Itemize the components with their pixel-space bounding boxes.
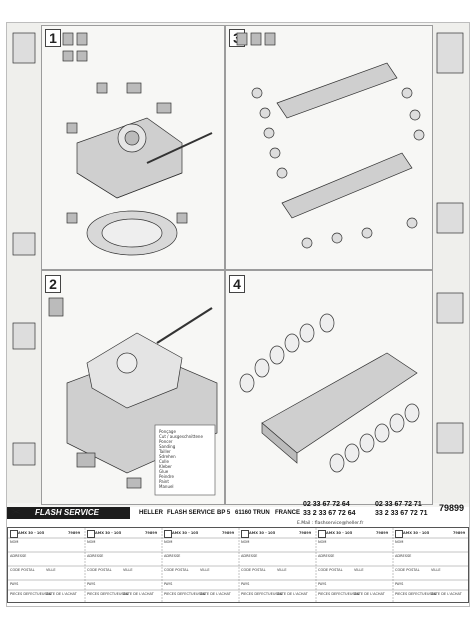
coupon-field-label: VILLE <box>46 568 56 572</box>
legend-line: Manuel <box>159 484 174 489</box>
coupon-grid <box>8 528 468 602</box>
legend-line: Cut / ausgeschnittene <box>159 434 203 439</box>
coupon-field-label: PIECES DEFECTUEUSES <box>10 592 52 596</box>
coupon-field-label: PIECES DEFECTUEUSES <box>395 592 437 596</box>
assembly-drawings <box>12 32 464 496</box>
coupon-field-label: ADRESSE <box>241 554 258 558</box>
instruction-sheet: 1 2 3 4 <box>6 22 470 607</box>
legend-line: Sdrehen <box>159 454 176 459</box>
coupon-field-label: PIECES DEFECTUEUSES <box>87 592 129 596</box>
flash-service-label: FLASH SERVICE <box>35 508 100 517</box>
coupon-checkbox[interactable] <box>241 530 249 538</box>
coupon-checkbox[interactable] <box>164 530 172 538</box>
coupon-field-label: PAYS <box>241 582 250 586</box>
coupon-field-label: DATE DE L'ACHAT <box>354 592 385 596</box>
phone-1-intl: 33 2 33 67 72 64 <box>303 510 356 517</box>
coupon-field-label: VILLE <box>200 568 210 572</box>
coupon-model: AMX 30 - 105 <box>95 531 122 535</box>
coupon-field-label: CODE POSTAL <box>164 568 189 572</box>
coupon-field-label: CODE POSTAL <box>87 568 112 572</box>
step-number-2: 2 <box>45 275 61 293</box>
coupon-field-label: NOM <box>318 540 327 544</box>
coupon-field-label: DATE DE L'ACHAT <box>123 592 154 596</box>
coupon-field-label: PIECES DEFECTUEUSES <box>318 592 360 596</box>
coupon-field-label: ADRESSE <box>164 554 181 558</box>
coupon-model: AMX 30 - 105 <box>403 531 430 535</box>
coupon-field-label: DATE DE L'ACHAT <box>200 592 231 596</box>
legend-line: Paint <box>159 479 169 484</box>
legend-line: Peindre <box>159 474 174 479</box>
coupon-field-label: ADRESSE <box>87 554 104 558</box>
step-number-4: 4 <box>229 275 245 293</box>
legend-line: Sanding <box>159 444 176 449</box>
coupon-field-label: CODE POSTAL <box>241 568 266 572</box>
footer-area: FLASH SERVICE ✂ HELLER FLASH SERVICE BP … <box>7 501 469 606</box>
coupon-field-label: ADRESSE <box>395 554 412 558</box>
coupon-field-label: PAYS <box>318 582 327 586</box>
coupon-model: AMX 30 - 105 <box>249 531 276 535</box>
coupon-field-label: CODE POSTAL <box>395 568 420 572</box>
phone-2: 02 33 67 72 71 <box>375 501 422 508</box>
legend-line: Poncer <box>159 439 173 444</box>
email: E.Mail : flashservice@heller.fr <box>297 521 364 526</box>
coupon-ref: 79899 <box>299 531 312 535</box>
coupon-field-label: PAYS <box>164 582 173 586</box>
coupon-ref: 79899 <box>453 531 466 535</box>
coupon-field-label: VILLE <box>123 568 133 572</box>
coupon-field-label: DATE DE L'ACHAT <box>277 592 308 596</box>
coupon-field-label: VILLE <box>277 568 287 572</box>
postbox: BP 5 <box>217 510 231 516</box>
coupon-field-label: PIECES DEFECTUEUSES <box>241 592 283 596</box>
kit-reference: 79899 <box>439 503 465 513</box>
legend-line: Ponçage <box>159 429 176 434</box>
flash-service-band: FLASH SERVICE <box>7 507 130 519</box>
coupon-ref: 79899 <box>376 531 389 535</box>
coupon-model: AMX 30 - 105 <box>172 531 199 535</box>
coupon-field-label: NOM <box>87 540 96 544</box>
coupon-field-label: NOM <box>164 540 173 544</box>
city: 61160 TRUN <box>235 510 270 516</box>
coupon-checkbox[interactable] <box>395 530 403 538</box>
company-name: HELLER <box>139 510 163 516</box>
coupon-field-label: DATE DE L'ACHAT <box>431 592 462 596</box>
coupon-ref: 79899 <box>145 531 158 535</box>
phone-1: 02 33 67 72 64 <box>303 501 350 508</box>
service-name: FLASH SERVICE <box>167 510 215 516</box>
left-sidebar <box>7 23 41 503</box>
coupon-field-label: NOM <box>241 540 250 544</box>
coupon-field-label: CODE POSTAL <box>10 568 35 572</box>
legend-line: Colle <box>159 459 169 464</box>
coupon-field-label: NOM <box>10 540 19 544</box>
country: FRANCE <box>275 510 300 516</box>
coupon-model: AMX 30 - 105 <box>18 531 45 535</box>
coupon-field-label: CODE POSTAL <box>318 568 343 572</box>
coupon-ref: 79899 <box>222 531 235 535</box>
step-number-1: 1 <box>45 29 61 47</box>
coupon-field-label: PAYS <box>87 582 96 586</box>
coupon-field-label: ADRESSE <box>10 554 27 558</box>
coupon-field-label: NOM <box>395 540 404 544</box>
phone-2-intl: 33 2 33 67 72 71 <box>375 510 428 517</box>
coupon-field-label: ADRESSE <box>318 554 335 558</box>
coupon-ref: 79899 <box>68 531 81 535</box>
coupon-checkbox[interactable] <box>87 530 95 538</box>
coupon-field-label: VILLE <box>431 568 441 572</box>
legend-line: Glue <box>159 469 169 474</box>
scissors-icon: ✂ <box>11 505 22 519</box>
step-3-panel <box>225 25 433 270</box>
coupon-model: AMX 30 - 105 <box>326 531 353 535</box>
coupon-field-label: PAYS <box>395 582 404 586</box>
coupon-field-label: DATE DE L'ACHAT <box>46 592 77 596</box>
coupon-checkbox[interactable] <box>10 530 18 538</box>
coupon-field-label: PIECES DEFECTUEUSES <box>164 592 206 596</box>
coupon-checkbox[interactable] <box>318 530 326 538</box>
coupon-field-label: VILLE <box>354 568 364 572</box>
legend-line: Kleber <box>159 464 172 469</box>
legend-line: Tailler <box>159 449 171 454</box>
coupon-field-label: PAYS <box>10 582 19 586</box>
